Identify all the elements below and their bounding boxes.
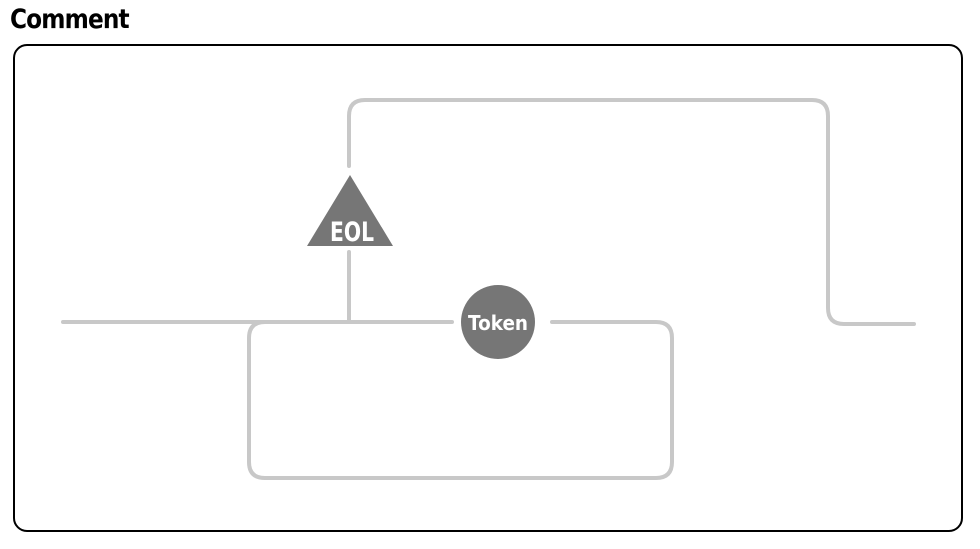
token-exit-line: [247, 320, 674, 480]
token-label: Token: [468, 311, 528, 335]
diagram-title: Comment: [10, 4, 130, 35]
diagram-frame: [13, 44, 963, 532]
token-circle-icon: [461, 285, 535, 359]
eol-triangle-icon: [307, 175, 393, 246]
token-node: Token: [461, 285, 535, 359]
eol-label: EOL: [330, 217, 374, 248]
track-lines: [61, 98, 916, 480]
eol-branch-upper: [347, 98, 916, 326]
eol-node: EOL: [307, 175, 393, 248]
